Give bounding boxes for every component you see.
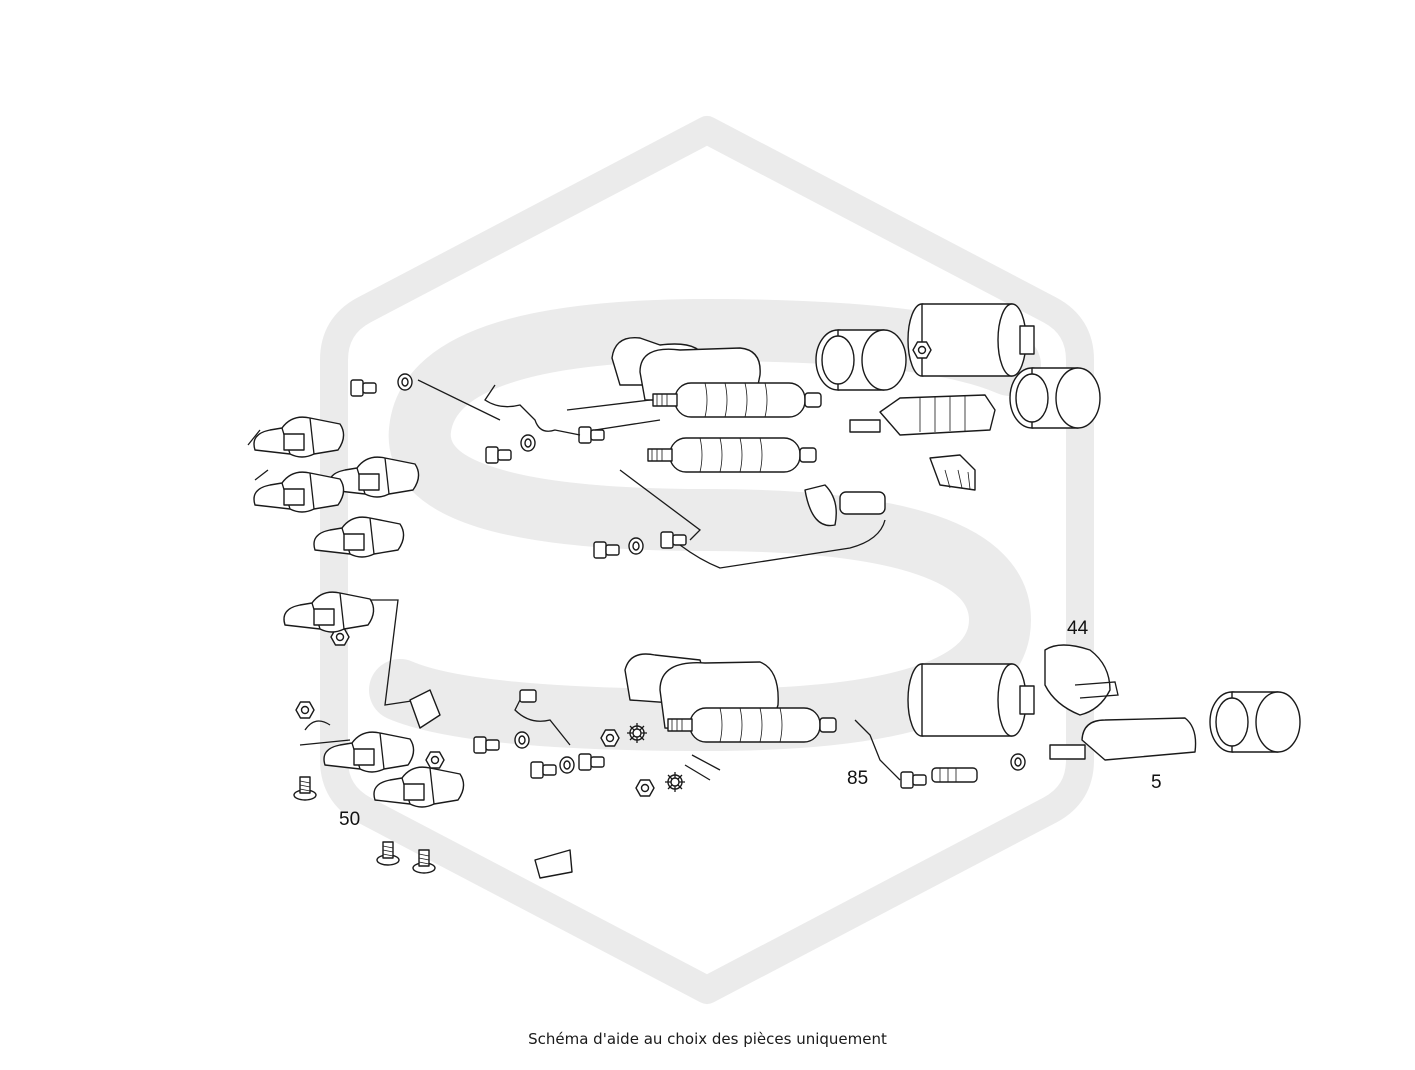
upper-pump-assembly — [611, 303, 1101, 527]
hexagon-s-logo-icon — [320, 116, 1094, 1004]
callout-85: 85 — [847, 768, 868, 789]
callout-5: 5 — [1151, 772, 1162, 793]
diagram-caption: Schéma d'aide au choix des pièces unique… — [528, 1030, 887, 1048]
lower-fuel-lines — [514, 689, 901, 781]
lower-bracket-clamps — [283, 591, 573, 879]
upper-bracket-clamps — [247, 416, 420, 558]
upper-fuel-lines — [360, 379, 886, 706]
lower-pump-assembly — [624, 644, 1301, 789]
callout-44: 44 — [1067, 618, 1089, 639]
callout-50: 50 — [339, 809, 360, 830]
